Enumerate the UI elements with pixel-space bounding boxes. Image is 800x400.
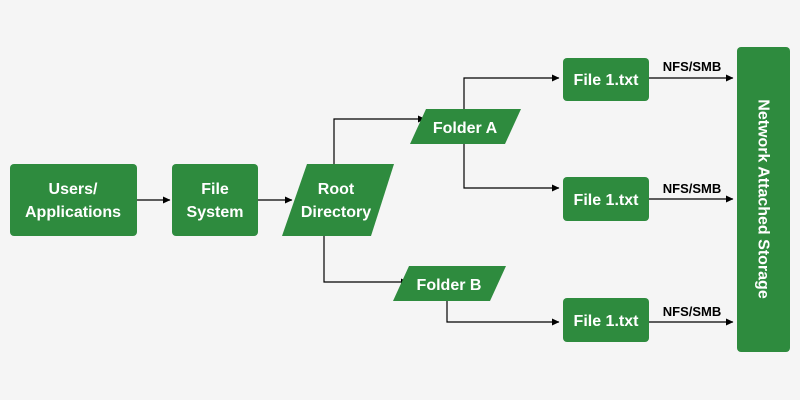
node-file-top-label: File 1.txt <box>574 72 640 89</box>
edge-folder-a-to-file-top <box>463 74 560 109</box>
node-file-top: File 1.txt <box>563 58 649 101</box>
node-folder-b: Folder B <box>393 266 506 301</box>
node-users-line2: Applications <box>25 204 121 221</box>
edge-folder-b-to-file-bottom <box>446 301 560 326</box>
node-root-directory: Root Directory <box>282 164 394 236</box>
edge-folder-a-to-file-mid <box>463 144 560 192</box>
node-file-system-line2: System <box>187 204 244 221</box>
node-file-system-line1: File <box>201 181 229 198</box>
node-users-applications: Users/ Applications <box>10 164 137 236</box>
node-folder-a-label: Folder A <box>433 120 498 137</box>
node-file-mid: File 1.txt <box>563 177 649 221</box>
node-file-system: File System <box>172 164 258 236</box>
node-nas-label: Network Attached Storage <box>755 99 772 299</box>
node-users-line1: Users/ <box>49 181 98 198</box>
edge-label-top: NFS/SMB <box>663 59 722 74</box>
node-file-mid-label: File 1.txt <box>574 192 640 209</box>
node-root-line2: Directory <box>301 204 371 221</box>
edge-root-to-folder-b <box>323 236 409 286</box>
node-file-bottom-label: File 1.txt <box>574 313 640 330</box>
edges <box>137 74 734 326</box>
node-folder-a: Folder A <box>410 109 521 144</box>
node-network-attached-storage: Network Attached Storage <box>737 47 790 352</box>
edge-label-mid: NFS/SMB <box>663 181 722 196</box>
edge-label-bottom: NFS/SMB <box>663 304 722 319</box>
node-folder-b-label: Folder B <box>417 277 482 294</box>
node-root-line1: Root <box>318 181 355 198</box>
node-file-bottom: File 1.txt <box>563 298 649 342</box>
edge-root-to-folder-a <box>333 115 426 164</box>
